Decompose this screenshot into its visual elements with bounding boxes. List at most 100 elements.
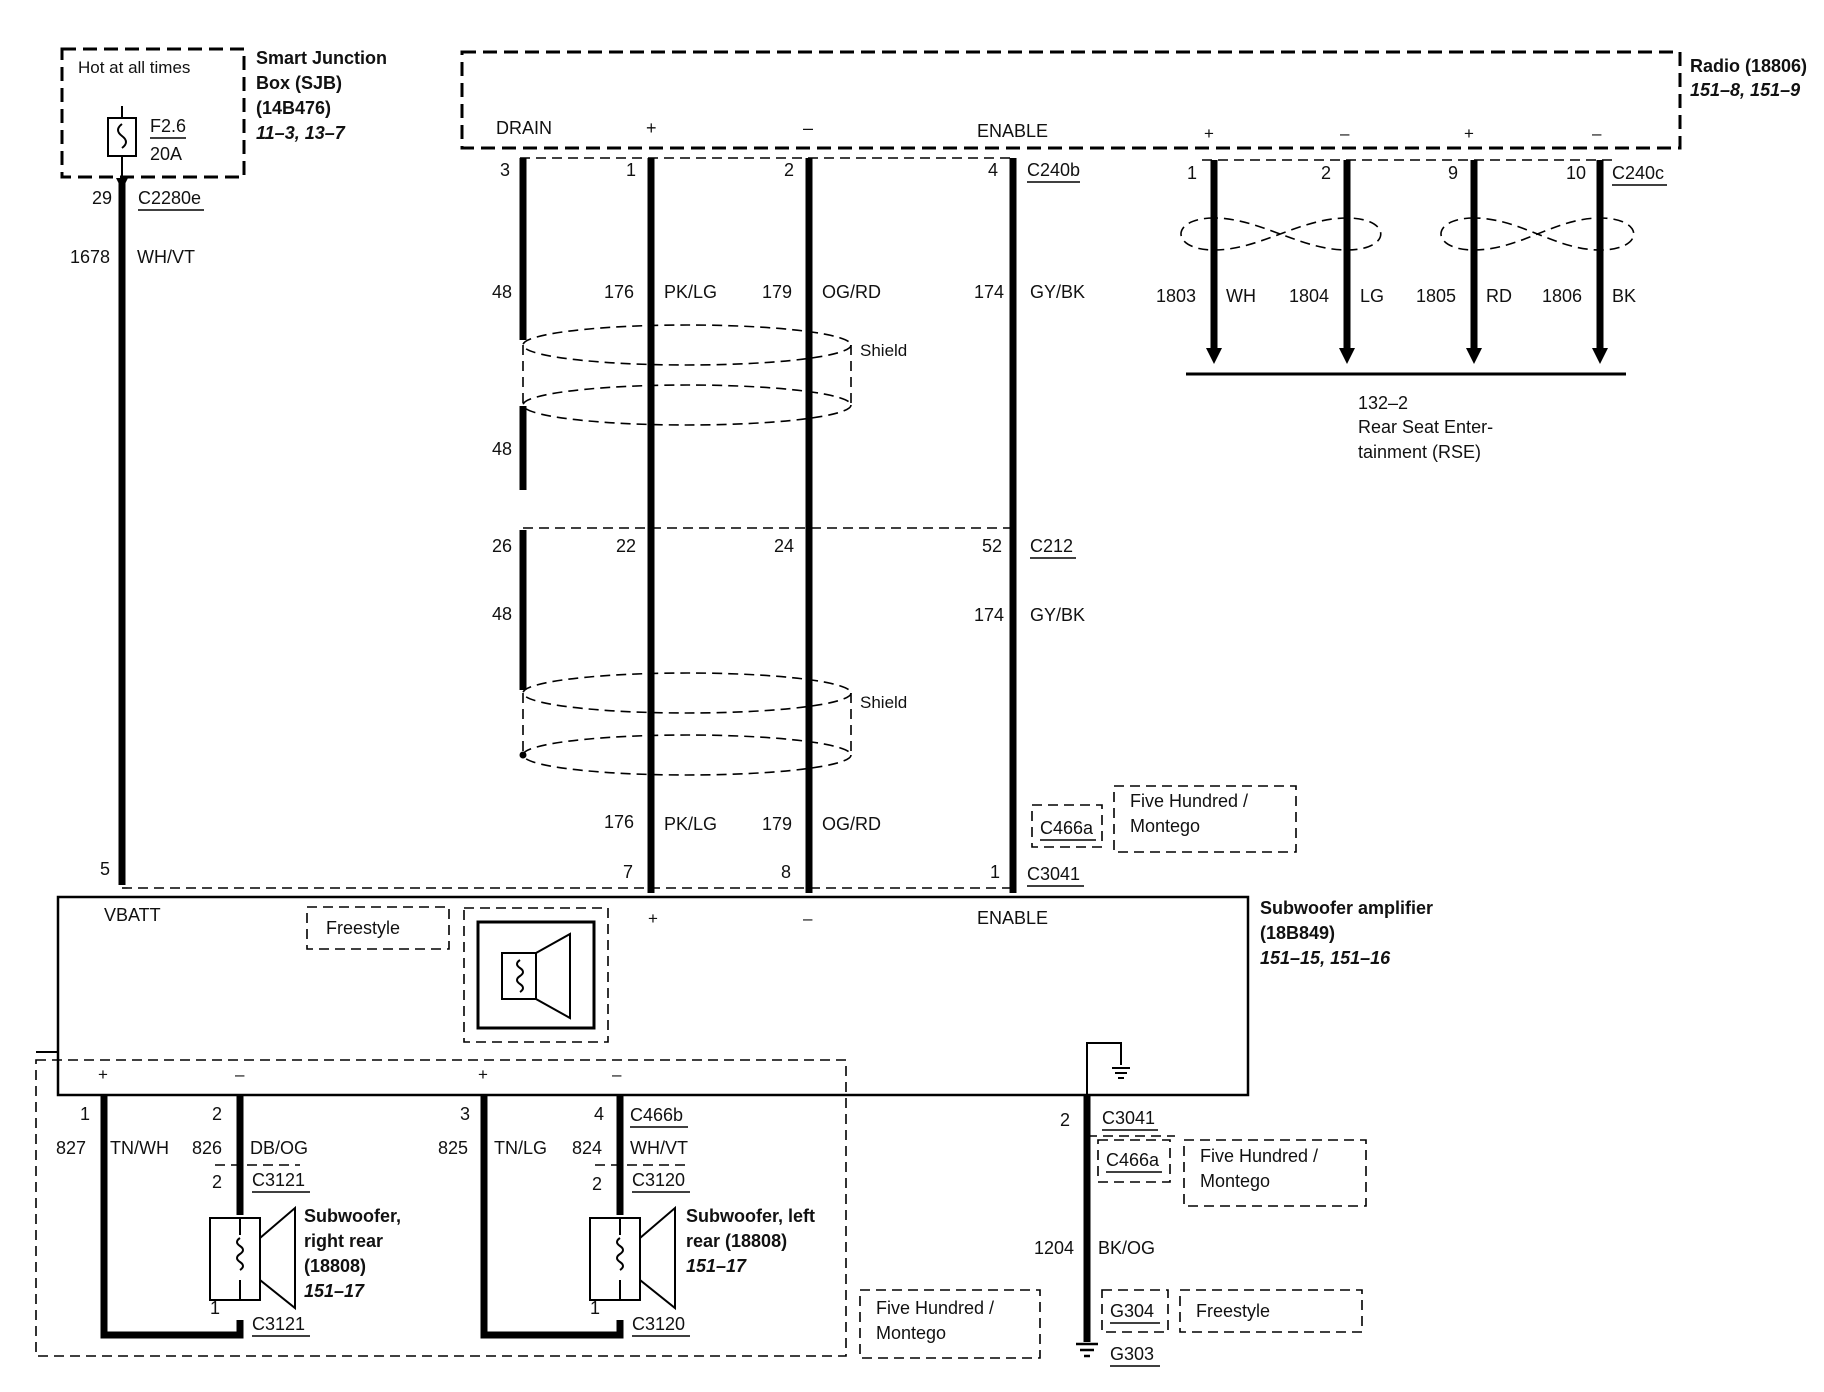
amp-out-minus-1: – [235,1065,245,1084]
ground-symbol-icon [1076,1342,1098,1358]
drain-circuit-mid: 48 [492,439,512,459]
minus-color-upper: OG/RD [822,282,881,302]
c212-enable-circuit: 174 [974,605,1004,625]
plus-circuit-lower: 176 [604,812,634,832]
sub-left-pin-plus: 3 [460,1104,470,1124]
radio-term-enable: ENABLE [977,121,1048,141]
five-hundred-upper-line1: Five Hundred / [1130,791,1248,811]
c240b-pin-drain: 3 [500,160,510,180]
radio-pages: 151–8, 151–9 [1690,80,1800,100]
sub-left-pin-bottom: 1 [590,1298,600,1318]
rse-line1: Rear Seat Enter- [1358,417,1493,437]
c240b-pin-minus: 2 [784,160,794,180]
rse-wire-2-circuit: 1804 [1289,286,1329,306]
sub-right-wire-plus-color: TN/WH [110,1138,169,1158]
enable-color-upper: GY/BK [1030,282,1085,302]
rse-wire-3-circuit: 1805 [1416,286,1456,306]
five-hundred-lower-left-tag: Five Hundred / Montego [859,1289,1041,1359]
ground-circuit: 2 C3041 C466a Five Hundred / Montego 120… [1034,1095,1367,1367]
rse-term-minus-1: – [1340,124,1350,143]
amp-internal-ground-icon [1086,1042,1130,1095]
amp-name: Subwoofer amplifier [1260,898,1433,918]
amp-minus-label: – [803,909,813,928]
rse-wire-2-color: LG [1360,286,1384,306]
five-hundred-lower-right-line2: Montego [1200,1171,1270,1191]
rse-wire-4-circuit: 1806 [1542,286,1582,306]
rse-wire-4-color: BK [1612,286,1636,306]
sub-right-name-line2: right rear [304,1231,383,1251]
lower-shield-label: Shield [860,693,907,712]
sub-left-wire-minus-color: WH/VT [630,1138,688,1158]
sub-left-wire-plus-color: TN/LG [494,1138,547,1158]
sub-left-connector-bottom: C3120 [632,1314,685,1334]
minus-color-lower: OG/RD [822,814,881,834]
fuse-icon [107,106,137,178]
c3041-label: C3041 [1027,864,1080,884]
c240c-pin-1: 1 [1187,163,1197,183]
c466a-label-lower: C466a [1106,1150,1160,1170]
c240b-label: C240b [1027,160,1080,180]
sjb-connector: C2280e [138,188,201,208]
radio-module: Radio (18806) 151–8, 151–9 DRAIN + – ENA… [460,50,1807,150]
c240b-pin-enable: 4 [988,160,998,180]
sjb-pin: 29 [92,188,112,208]
freestyle-ground-label: Freestyle [1196,1301,1270,1321]
sjb-pages: 11–3, 13–7 [256,123,346,143]
rse-wires: 1803 WH 1804 LG 1805 RD 1806 BK 132–2 Re… [1156,160,1636,462]
c212-pin-enable: 52 [982,536,1002,556]
freestyle-amp-label: Freestyle [326,918,400,938]
subwoofer-right-rear: 1 2 827 TN/WH 826 DB/OG 2 C3121 1 C3121 … [56,1095,401,1339]
amp-out-plus-2: + [478,1065,488,1084]
amp-part: (18B849) [1260,923,1335,943]
rse-term-plus-2: + [1464,124,1474,143]
sub-left-pin-top: 2 [592,1174,602,1194]
five-hundred-upper-line2: Montego [1130,816,1200,836]
plus-color-upper: PK/LG [664,282,717,302]
sub-right-page: 151–17 [304,1281,365,1301]
lower-wire-labels: 176 PK/LG 179 OG/RD [604,812,881,834]
sub-right-connector-bottom: C3121 [252,1314,305,1334]
five-hundred-lower-left-line1: Five Hundred / [876,1298,994,1318]
amp-plus-label: + [648,909,658,928]
upper-wire-labels: 48 176 PK/LG 179 OG/RD 174 GY/BK [492,282,1085,302]
ground-wire-color: BK/OG [1098,1238,1155,1258]
smart-junction-box: Hot at all times F2.6 20A Smart Junction… [60,47,387,179]
connector-c240c: 1 2 9 10 C240c [1187,163,1667,186]
rse-wire-3-color: RD [1486,286,1512,306]
sub-left-wire-plus-circuit: 825 [438,1138,468,1158]
sjb-name-line2: Box (SJB) [256,73,342,93]
sub-right-part: (18808) [304,1256,366,1276]
sub-right-pin-bottom: 1 [210,1298,220,1318]
rse-line2: tainment (RSE) [1358,442,1481,462]
connector-c3041: 5 7 8 1 C3041 [100,859,1084,889]
sub-right-wire-minus-circuit: 826 [192,1138,222,1158]
ground-wire-circuit: 1204 [1034,1238,1074,1258]
c3041-pin-vbatt: 5 [100,859,110,879]
rse-page: 132–2 [1358,393,1408,413]
c3041-pin-plus: 7 [623,862,633,882]
subwoofer-amplifier: VBATT + – ENABLE Subwoofer amplifier (18… [56,895,1433,1097]
speaker-left-icon [589,1205,676,1311]
c240c-pin-2: 2 [1321,163,1331,183]
signal-wires [519,158,1017,893]
subwoofer-left-rear: 3 4 C466b 825 TN/LG 824 WH/VT 2 C3120 1 … [438,1095,815,1339]
sub-right-wire-plus-circuit: 827 [56,1138,86,1158]
plus-circuit-upper: 176 [604,282,634,302]
five-hundred-lower-right-line1: Five Hundred / [1200,1146,1318,1166]
rse-term-plus-1: + [1204,124,1214,143]
sjb-part: (14B476) [256,98,331,118]
c212-pin-drain: 26 [492,536,512,556]
c466b-label: C466b [630,1105,683,1125]
upper-shield: Shield [522,324,907,426]
amp-out-plus-1: + [98,1065,108,1084]
c212-pin-plus: 22 [616,536,636,556]
c212-drain-circuit: 48 [492,604,512,624]
minus-circuit-upper: 179 [762,282,792,302]
c240b-pin-plus: 1 [626,160,636,180]
rse-wire-1-color: WH [1226,286,1256,306]
c240c-pin-9: 9 [1448,163,1458,183]
minus-circuit-lower: 179 [762,814,792,834]
c3041-pin-minus: 8 [781,862,791,882]
sub-right-name-line1: Subwoofer, [304,1206,401,1226]
c212-label: C212 [1030,536,1073,556]
